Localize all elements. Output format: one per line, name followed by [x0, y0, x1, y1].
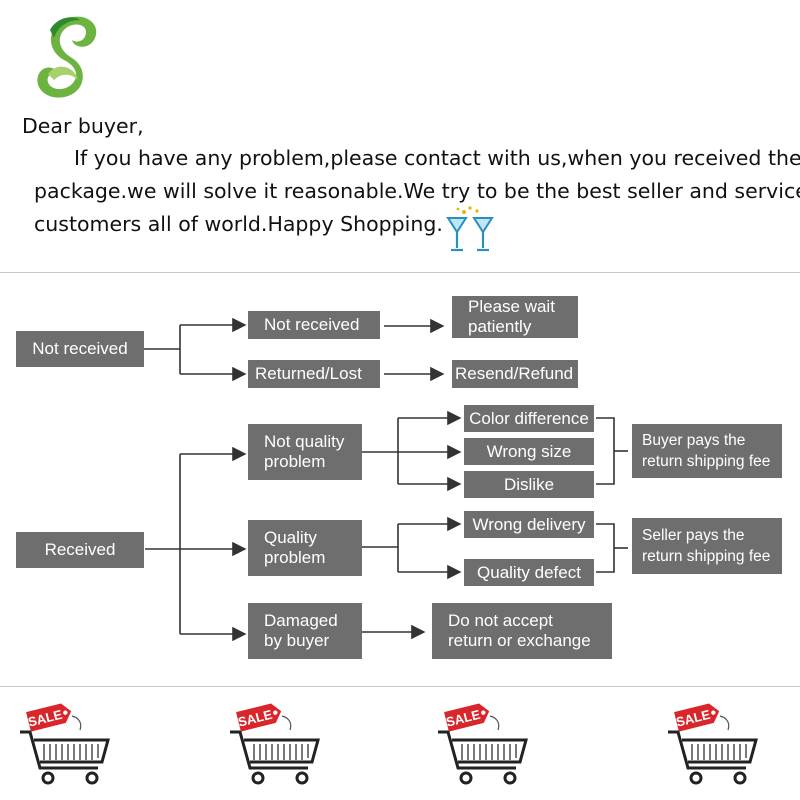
reason-wrong-delivery: Wrong delivery	[464, 511, 594, 538]
reason-color-difference: Color difference	[464, 405, 594, 432]
intro-line-2: package.we will solve it reasonable.We t…	[34, 179, 800, 203]
no-return-outcome: Do not accept return or exchange	[432, 603, 612, 659]
leaf-s-logo-icon	[37, 16, 97, 98]
damaged-by-buyer: Damaged by buyer	[248, 603, 362, 659]
intro-line-1: If you have any problem,please contact w…	[74, 146, 800, 170]
top-divider	[0, 272, 800, 273]
not-received-option: Not received	[248, 311, 380, 339]
shopping-cart-sale-icon: SALE	[438, 703, 528, 785]
not-quality-problem: Not quality problem	[248, 424, 362, 480]
seller-pays-outcome: Seller pays the return shipping fee	[632, 518, 782, 574]
reason-quality-defect: Quality defect	[464, 559, 594, 586]
greeting: Dear buyer,	[22, 114, 144, 138]
shopping-cart-sale-icon: SALE	[20, 703, 110, 785]
quality-problem: Quality problem	[248, 520, 362, 576]
returned-lost-option: Returned/Lost	[248, 360, 380, 388]
reason-dislike: Dislike	[464, 471, 594, 498]
not-received-root: Not received	[16, 331, 144, 367]
resend-refund-result: Resend/Refund	[452, 360, 578, 388]
buyer-pays-outcome: Buyer pays the return shipping fee	[632, 424, 782, 478]
cocktail-glasses-icon	[446, 206, 494, 252]
please-wait-result: Please wait patiently	[452, 296, 578, 338]
intro-line-3: customers all of world.Happy Shopping.	[34, 212, 443, 236]
shopping-cart-sale-icon: SALE	[668, 703, 758, 785]
bottom-divider	[0, 686, 800, 687]
received-root: Received	[16, 532, 144, 568]
shopping-cart-sale-icon: SALE	[230, 703, 320, 785]
reason-wrong-size: Wrong size	[464, 438, 594, 465]
